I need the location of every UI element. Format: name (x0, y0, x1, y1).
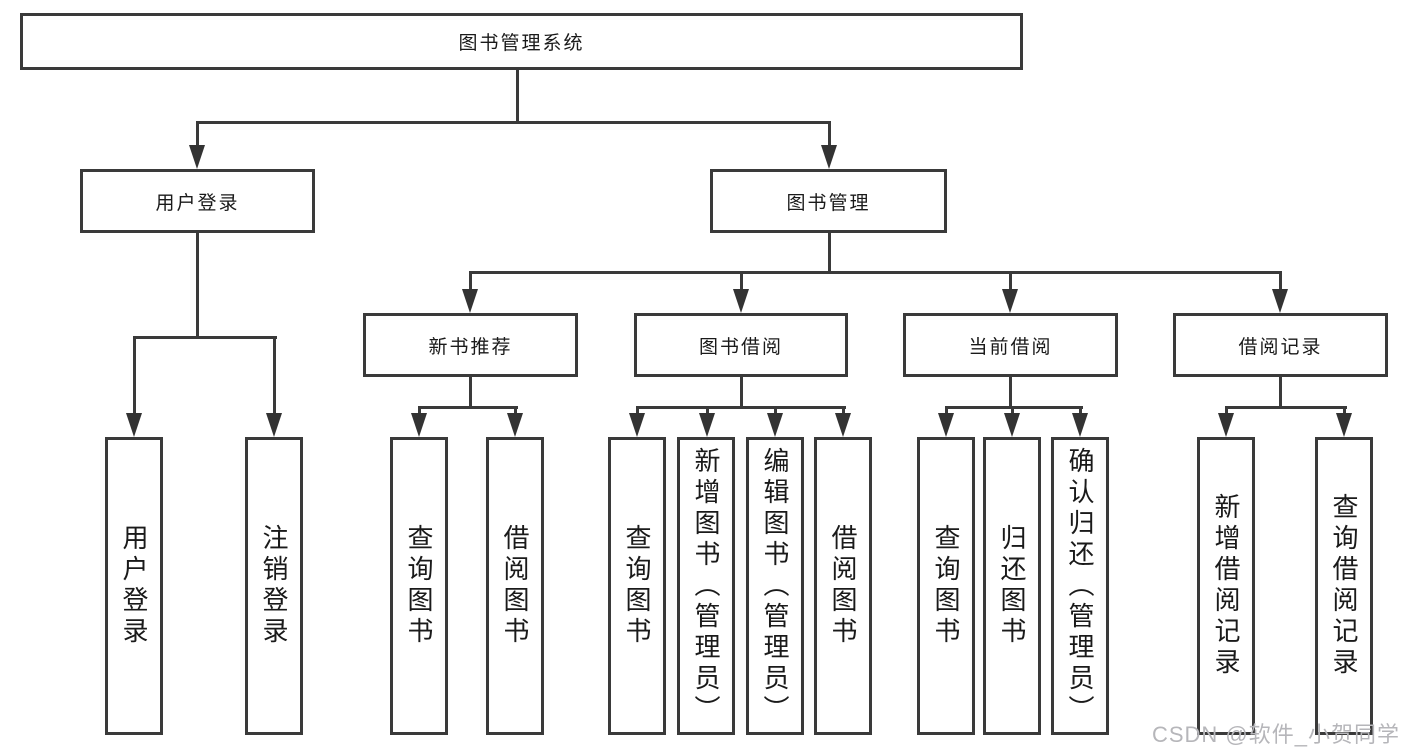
connector-line (133, 336, 136, 416)
connector-line (133, 336, 277, 339)
node-borrow-records: 借阅记录 (1173, 313, 1388, 377)
node-new-book-recommend: 新书推荐 (363, 313, 578, 377)
node-label: 借阅图书 (828, 524, 858, 648)
leaf-query-books-recommend: 查询图书 (390, 437, 448, 735)
node-label: 图书管理系统 (458, 33, 585, 54)
node-label: 新书推荐 (428, 336, 513, 358)
node-label: 归还图书 (997, 524, 1027, 648)
leaf-confirm-return-admin: 确认归还（管理员） (1051, 437, 1109, 735)
node-current-borrow: 当前借阅 (903, 313, 1118, 377)
csdn-watermark: CSDN @软件_小贺同学 (1151, 722, 1400, 747)
connector-line (418, 406, 518, 409)
leaf-query-books-borrow: 查询图书 (608, 437, 666, 735)
node-book-borrow: 图书借阅 (634, 313, 848, 377)
connector-line (740, 377, 743, 409)
connector-line (196, 121, 831, 124)
arrow-down-icon (733, 289, 749, 313)
arrow-down-icon (938, 413, 954, 437)
arrow-down-icon (835, 413, 851, 437)
arrow-down-icon (1004, 413, 1020, 437)
node-label: 借阅记录 (1238, 336, 1323, 358)
arrow-down-icon (189, 145, 205, 169)
leaf-borrow-books-recommend: 借阅图书 (486, 437, 544, 735)
connector-line (196, 121, 199, 151)
node-label: 查询图书 (404, 524, 434, 648)
connector-line (945, 406, 1083, 409)
node-label: 用户登录 (119, 524, 149, 648)
leaf-add-book-admin: 新增图书（管理员） (677, 437, 735, 735)
leaf-add-borrow-record: 新增借阅记录 (1197, 437, 1255, 735)
connector-line (516, 70, 519, 124)
connector-line (636, 406, 846, 409)
connector-line (469, 271, 1282, 274)
node-book-management: 图书管理 (710, 169, 947, 233)
leaf-return-books: 归还图书 (983, 437, 1041, 735)
arrow-down-icon (462, 289, 478, 313)
connector-line (1279, 377, 1282, 409)
connector-line (469, 271, 472, 293)
node-root-library-system: 图书管理系统 (20, 13, 1023, 70)
arrow-down-icon (699, 413, 715, 437)
arrow-down-icon (821, 145, 837, 169)
arrow-down-icon (126, 413, 142, 437)
node-label: 新增借阅记录 (1211, 493, 1241, 679)
node-label: 注销登录 (259, 524, 289, 648)
arrow-down-icon (1218, 413, 1234, 437)
connector-line (828, 233, 831, 274)
connector-line (469, 377, 472, 409)
leaf-user-login: 用户登录 (105, 437, 163, 735)
arrow-down-icon (411, 413, 427, 437)
node-label: 用户登录 (155, 192, 240, 214)
connector-line (196, 233, 199, 339)
arrow-down-icon (767, 413, 783, 437)
arrow-down-icon (1336, 413, 1352, 437)
leaf-edit-book-admin: 编辑图书（管理员） (746, 437, 804, 735)
node-label: 查询图书 (622, 524, 652, 648)
node-label: 编辑图书（管理员） (760, 446, 790, 726)
arrow-down-icon (266, 413, 282, 437)
arrow-down-icon (1072, 413, 1088, 437)
node-label: 新增图书（管理员） (691, 446, 721, 726)
node-label: 借阅图书 (500, 524, 530, 648)
node-label: 查询图书 (931, 524, 961, 648)
leaf-query-borrow-record: 查询借阅记录 (1315, 437, 1373, 735)
node-label: 当前借阅 (968, 336, 1053, 358)
node-label: 图书管理 (786, 192, 871, 214)
connector-line (273, 336, 276, 416)
leaf-query-books-current: 查询图书 (917, 437, 975, 735)
arrow-down-icon (507, 413, 523, 437)
connector-line (740, 271, 743, 293)
leaf-logout: 注销登录 (245, 437, 303, 735)
node-label: 确认归还（管理员） (1065, 446, 1095, 726)
connector-line (1009, 377, 1012, 409)
connector-line (1225, 406, 1347, 409)
connector-line (1009, 271, 1012, 293)
node-user-login: 用户登录 (80, 169, 315, 233)
arrow-down-icon (1272, 289, 1288, 313)
arrow-down-icon (629, 413, 645, 437)
connector-line (1279, 271, 1282, 293)
connector-line (828, 121, 831, 151)
node-label: 图书借阅 (698, 336, 783, 358)
arrow-down-icon (1002, 289, 1018, 313)
node-label: 查询借阅记录 (1329, 493, 1359, 679)
leaf-borrow-books: 借阅图书 (814, 437, 872, 735)
